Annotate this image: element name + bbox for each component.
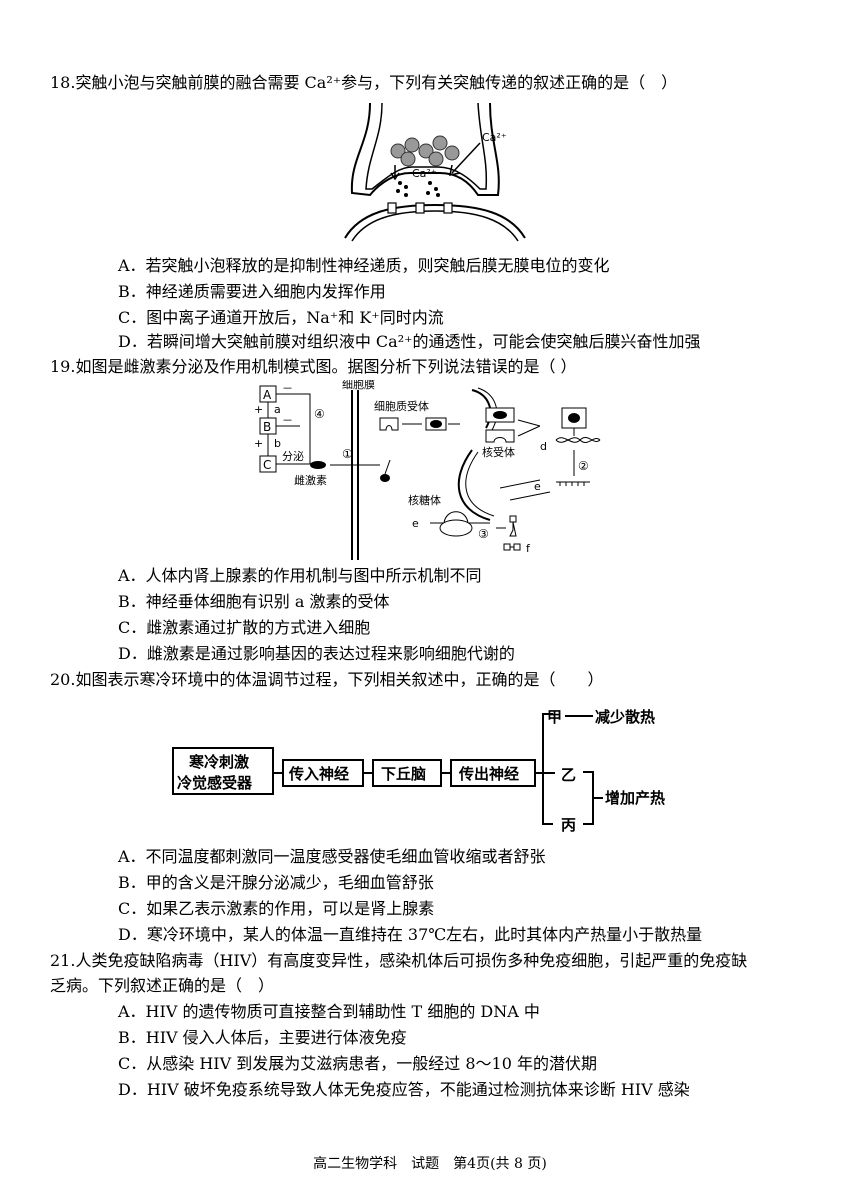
- q19-option-b: B．神经垂体细胞有识别 a 激素的受体: [118, 592, 390, 611]
- svg-text:④: ④: [314, 407, 325, 421]
- box-c: C: [263, 458, 271, 472]
- svg-text:③: ③: [478, 527, 489, 541]
- q18-stem: 18.突触小泡与突触前膜的融合需要 Ca²⁺参与，下列有关突触传递的叙述正确的是…: [50, 73, 678, 92]
- q21-option-d: D．HIV 破坏免疫系统导致人体无免疫应答，不能通过检测抗体来诊断 HIV 感染: [118, 1080, 690, 1099]
- q20-option-b: B．甲的含义是汗腺分泌减少，毛细血管舒张: [118, 873, 434, 892]
- bing-label: 丙: [561, 816, 576, 834]
- q21-option-c: C．从感染 HIV 到发展为艾滋病患者，一般经过 8～10 年的潜伏期: [118, 1054, 597, 1073]
- page-footer: 高二生物学科 试题 第4页(共 8 页): [313, 1156, 547, 1172]
- nuclear-receptor-label: 核受体: [482, 445, 515, 459]
- reduce-heat: 减少散热: [595, 708, 655, 726]
- svg-text:－: －: [282, 414, 293, 427]
- box-a: A: [263, 388, 272, 402]
- increase-heat: 增加产热: [605, 789, 665, 807]
- box-b: B: [263, 420, 271, 434]
- yi-label: 乙: [561, 766, 576, 784]
- ribosome-label: 核糖体: [408, 493, 441, 507]
- q18-option-b: B．神经递质需要进入细胞内发挥作用: [118, 282, 386, 301]
- hypothalamus: 下丘脑: [381, 765, 426, 783]
- q21-option-b: B．HIV 侵入人体后，主要进行体液免疫: [118, 1028, 407, 1047]
- membrane-label: 细胞膜: [342, 380, 375, 391]
- q19-stem: 19.如图是雌激素分泌及作用机制模式图。据图分析下列说法错误的是（ ）: [50, 357, 577, 376]
- q18-option-a: A．若突触小泡释放的是抑制性神经递质，则突触后膜无膜电位的变化: [118, 256, 610, 275]
- svg-text:分泌: 分泌: [282, 450, 304, 463]
- q19-option-c: C．雌激素通过扩散的方式进入细胞: [118, 618, 371, 637]
- stimulus-line2: 冷觉感受器: [177, 774, 253, 792]
- svg-text:e: e: [534, 480, 541, 493]
- synapse-figure: Ca²⁺ Ca²⁺: [344, 103, 526, 242]
- q20-option-d: D．寒冷环境中，某人的体温一直维持在 37℃左右，此时其体内产热量小于散热量: [118, 925, 703, 944]
- svg-text:d: d: [540, 440, 547, 453]
- q20-option-c: C．如果乙表示激素的作用，可以是肾上腺素: [118, 899, 435, 918]
- q20-stem: 20.如图表示寒冷环境中的体温调节过程，下列相关叙述中，正确的是（ ）: [50, 670, 604, 689]
- svg-text:+: +: [254, 403, 263, 416]
- q19-option-a: A．人体内肾上腺素的作用机制与图中所示机制不同: [118, 566, 482, 585]
- q19-option-d: D．雌激素是通过影响基因的表达过程来影响细胞代谢的: [118, 644, 515, 663]
- svg-text:②: ②: [578, 459, 589, 473]
- svg-text:－: －: [282, 382, 293, 395]
- jia-label: 甲: [547, 708, 562, 726]
- stimulus-line1: 寒冷刺激: [189, 753, 250, 771]
- ca-label-outer: Ca²⁺: [482, 131, 507, 144]
- q21-option-a: A．HIV 的遗传物质可直接整合到辅助性 T 细胞的 DNA 中: [118, 1002, 540, 1021]
- estrogen-label: 雌激素: [294, 473, 327, 487]
- ca-label-inner: Ca²⁺: [412, 167, 437, 180]
- thermoregulation-figure: 寒冷刺激 冷觉感受器 传入神经 下丘脑 传出神经 甲 减少散热 乙 丙 增加产热: [172, 708, 665, 834]
- q18-option-c: C．图中离子通道开放后，Na⁺和 K⁺同时内流: [118, 308, 444, 327]
- cyto-receptor-label: 细胞质受体: [374, 399, 429, 413]
- svg-text:e: e: [412, 517, 419, 530]
- svg-text:+: +: [254, 437, 263, 450]
- q21-stem-line2: 乏病。下列叙述正确的是（ ）: [50, 976, 275, 995]
- afferent-nerve: 传入神经: [288, 765, 349, 783]
- svg-text:①: ①: [342, 447, 353, 461]
- q18-option-d: D．若瞬间增大突触前膜对组织液中 Ca²⁺的通透性，可能会使突触后膜兴奋性加强: [118, 332, 701, 351]
- estrogen-mechanism-figure: A B C + a + b － － ④ 分泌 雌激素 ① 细胞膜 细胞质受体 核…: [254, 380, 601, 560]
- svg-text:a: a: [274, 403, 281, 416]
- efferent-nerve: 传出神经: [458, 765, 519, 783]
- q20-option-a: A．不同温度都刺激同一温度感受器使毛细血管收缩或者舒张: [118, 847, 546, 866]
- svg-text:f: f: [526, 542, 531, 555]
- svg-text:b: b: [274, 437, 281, 450]
- q21-stem-line1: 21.人类免疫缺陷病毒（HIV）有高度变异性，感染机体后可损伤多种免疫细胞，引起…: [50, 951, 748, 970]
